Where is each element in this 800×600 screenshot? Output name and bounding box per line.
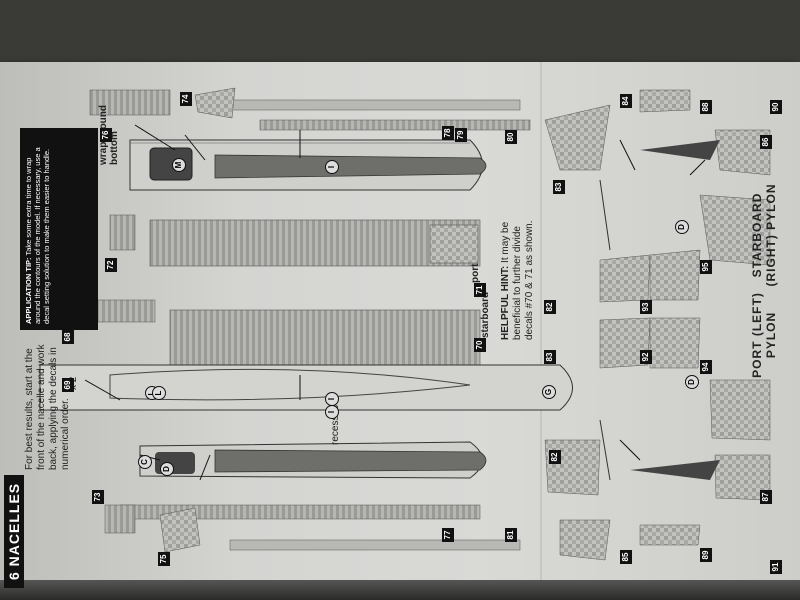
part-number-71: 71 — [474, 283, 486, 297]
part-number-69: 69 — [62, 378, 74, 392]
part-number-83: 83 — [544, 350, 556, 364]
callout-c: C — [138, 455, 152, 469]
nacelle-strips-top — [59, 87, 531, 553]
part-number-81: 81 — [505, 528, 517, 542]
port-pylon-label: PORT (LEFT) PYLON — [750, 292, 778, 378]
part-number-91: 91 — [770, 560, 782, 574]
nacelle-lower — [39, 364, 573, 551]
callout-i: I — [325, 160, 339, 174]
part-number-94: 94 — [700, 360, 712, 374]
part-number-86: 86 — [760, 135, 772, 149]
callout-d: D — [160, 462, 174, 476]
part-number-70: 70 — [474, 338, 486, 352]
part-number-82: 82 — [549, 450, 561, 464]
part-number-68: 68 — [62, 330, 74, 344]
callout-d: D — [675, 220, 689, 234]
part-number-76: 76 — [100, 128, 112, 142]
starboard-pylon-label: STARBOARD (RIGHT) PYLON — [750, 183, 778, 287]
part-number-72: 72 — [105, 258, 117, 272]
part-number-83: 83 — [553, 180, 565, 194]
page-fold — [540, 62, 542, 582]
starboard-label: starboard — [480, 291, 491, 338]
intro-text: For best results, start at the front of … — [24, 344, 71, 470]
part-number-89: 89 — [700, 548, 712, 562]
callout-g: G — [542, 385, 556, 399]
part-number-95: 95 — [700, 260, 712, 274]
part-number-84: 84 — [620, 94, 632, 108]
part-number-73: 73 — [92, 490, 104, 504]
callout-i: I — [325, 392, 339, 406]
callout-l: L — [152, 386, 166, 400]
callout-d: D — [685, 375, 699, 389]
section-title: 6 NACELLES — [4, 474, 24, 588]
port-label: port — [470, 263, 481, 283]
part-number-78: 78 — [442, 126, 454, 140]
part-number-85: 85 — [620, 550, 632, 564]
part-number-74: 74 — [180, 92, 192, 106]
callout-m: M — [172, 158, 186, 172]
application-tip: APPLICATION TIP: Take some extra time to… — [20, 128, 98, 330]
part-number-82: 82 — [544, 300, 556, 314]
part-number-75: 75 — [158, 552, 170, 566]
part-number-88: 88 — [700, 100, 712, 114]
callout-i: I — [325, 405, 339, 419]
table-background — [0, 580, 800, 600]
part-number-90: 90 — [770, 100, 782, 114]
helpful-hint: HELPFUL HINT: It may be beneficial to fu… — [500, 220, 535, 340]
part-number-93: 93 — [640, 300, 652, 314]
pylons — [544, 89, 771, 561]
part-number-79: 79 — [455, 128, 467, 142]
part-number-77: 77 — [442, 528, 454, 542]
decal-70-71 — [149, 219, 481, 371]
part-number-92: 92 — [640, 350, 652, 364]
part-number-87: 87 — [760, 490, 772, 504]
part-number-80: 80 — [505, 130, 517, 144]
